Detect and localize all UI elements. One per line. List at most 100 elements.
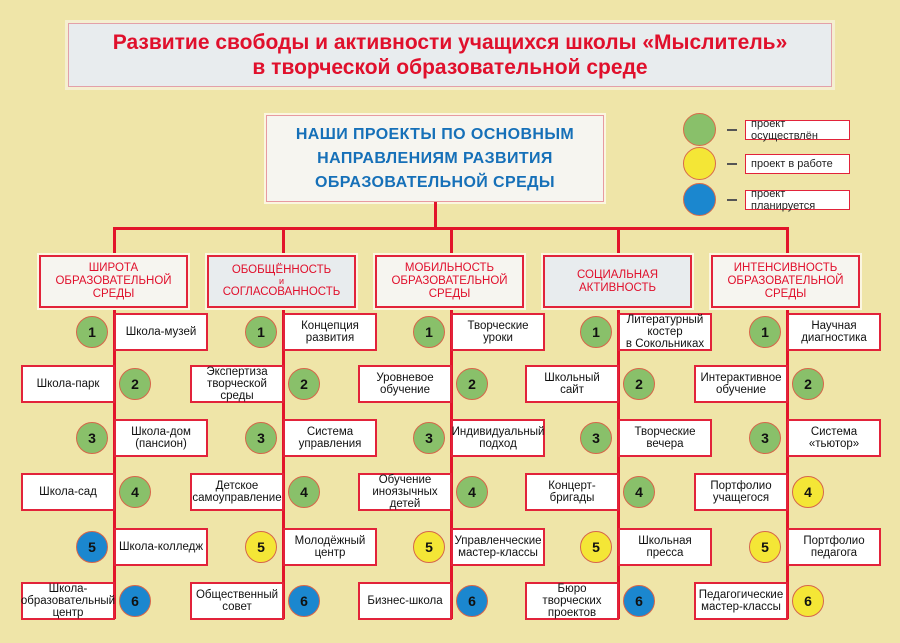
legend-item-done: проект осуществлён: [683, 113, 850, 146]
status-circle-icon: [683, 183, 716, 216]
project-number-badge: 1: [749, 316, 781, 348]
project-label-line: Обучение: [378, 474, 432, 486]
category-title-line: АКТИВНОСТЬ: [578, 281, 657, 294]
project-box: Система«тьютор»: [787, 419, 881, 457]
connector-line: [434, 202, 437, 228]
category-title-line: ОБРАЗОВАТЕЛЬНОЙ: [391, 275, 508, 287]
project-label-line: обучение: [715, 384, 767, 396]
project-label-line: Творческие: [467, 320, 529, 332]
project-label-line: детей: [389, 498, 421, 510]
project-label-line: «тьютор»: [808, 438, 860, 450]
project-label-line: центр: [52, 607, 84, 619]
project-label-line: подход: [479, 438, 517, 450]
main-heading-line3: ОБРАЗОВАТЕЛЬНОЙ СРЕДЫ: [314, 173, 556, 191]
project-label-line: Концепция: [301, 320, 359, 332]
project-number-badge: 6: [119, 585, 151, 617]
connector-line: [617, 227, 620, 255]
legend-label: проект планируется: [745, 188, 850, 212]
project-label-line: Общественный: [195, 589, 279, 601]
project-label-line: сайт: [560, 384, 584, 396]
legend-label: проект в работе: [745, 153, 850, 174]
project-label-line: Школа-дом: [131, 426, 191, 438]
status-circle-icon: [683, 113, 716, 146]
category-title-line: ОБОБЩЁННОСТЬ: [231, 264, 332, 276]
category-title-line: СРЕДЫ: [764, 288, 807, 300]
project-number-badge: 3: [749, 422, 781, 454]
connector-line: [450, 227, 453, 255]
category-title-line: ШИРОТА: [88, 262, 139, 274]
project-number-badge: 3: [245, 422, 277, 454]
project-box: Концерт-бригады: [525, 473, 619, 511]
project-label-line: педагога: [810, 547, 858, 559]
project-label-line: Школьная: [638, 535, 692, 547]
project-label-line: Молодёжный: [294, 535, 366, 547]
connector-line: [282, 227, 285, 255]
connector-line: [617, 307, 620, 619]
project-number-badge: 3: [413, 422, 445, 454]
project-label-line: уроки: [483, 332, 513, 344]
project-number-badge: 5: [245, 531, 277, 563]
category-title-line: ИНТЕНСИВНОСТЬ: [733, 262, 838, 274]
project-label-line: Школа-музей: [125, 326, 197, 338]
project-label-line: пресса: [646, 547, 684, 559]
project-label-line: мастер-классы: [701, 601, 781, 613]
project-number-badge: 6: [288, 585, 320, 617]
project-label-line: учащегося: [712, 492, 770, 504]
project-box: Школа-дом(пансион): [114, 419, 208, 457]
project-label-line: обучение: [379, 384, 431, 396]
poster-title-line2: в творческой образовательной среде: [252, 56, 648, 79]
project-number-badge: 1: [245, 316, 277, 348]
project-label-line: Уровневое: [376, 372, 434, 384]
main-heading-line1: НАШИ ПРОЕКТЫ ПО ОСНОВНЫМ: [295, 125, 575, 143]
project-label-line: Портфолио: [710, 480, 772, 492]
project-label-line: творческих: [542, 595, 602, 607]
project-label-line: проектов: [547, 607, 597, 619]
connector-line: [113, 307, 116, 619]
connector-line: [786, 307, 789, 619]
project-box: Бизнес-школа: [358, 582, 452, 620]
project-label-line: костер: [647, 326, 683, 338]
project-number-badge: 6: [456, 585, 488, 617]
project-label-line: совет: [222, 601, 252, 613]
project-label-line: управления: [298, 438, 362, 450]
project-number-badge: 6: [792, 585, 824, 617]
project-label-line: диагностика: [801, 332, 867, 344]
category-title-line: и: [278, 276, 285, 286]
project-label-line: Детское: [215, 480, 259, 492]
dash-separator: [727, 162, 737, 165]
project-label-line: (пансион): [135, 438, 187, 450]
project-label-line: Школа-сад: [39, 486, 97, 498]
category-title-line: СОГЛАСОВАННОСТЬ: [222, 286, 341, 298]
status-circle-icon: [683, 147, 716, 180]
main-heading-box: НАШИ ПРОЕКТЫ ПО ОСНОВНЫМ НАПРАВЛЕНИЯМ РА…: [266, 115, 604, 202]
dash-separator: [727, 198, 737, 201]
project-label-line: Школьный: [544, 372, 600, 384]
poster-title-line1: Развитие свободы и активности учащихся ш…: [112, 31, 788, 54]
project-box: Школа-колледж: [114, 528, 208, 566]
project-number-badge: 4: [456, 476, 488, 508]
project-number-badge: 6: [623, 585, 655, 617]
project-number-badge: 3: [580, 422, 612, 454]
project-box: Школа-парк: [21, 365, 115, 403]
project-number-badge: 1: [580, 316, 612, 348]
project-label-line: Интерактивное: [700, 372, 782, 384]
project-label-line: Школа-: [48, 583, 88, 595]
project-label-line: иноязычных: [372, 486, 438, 498]
